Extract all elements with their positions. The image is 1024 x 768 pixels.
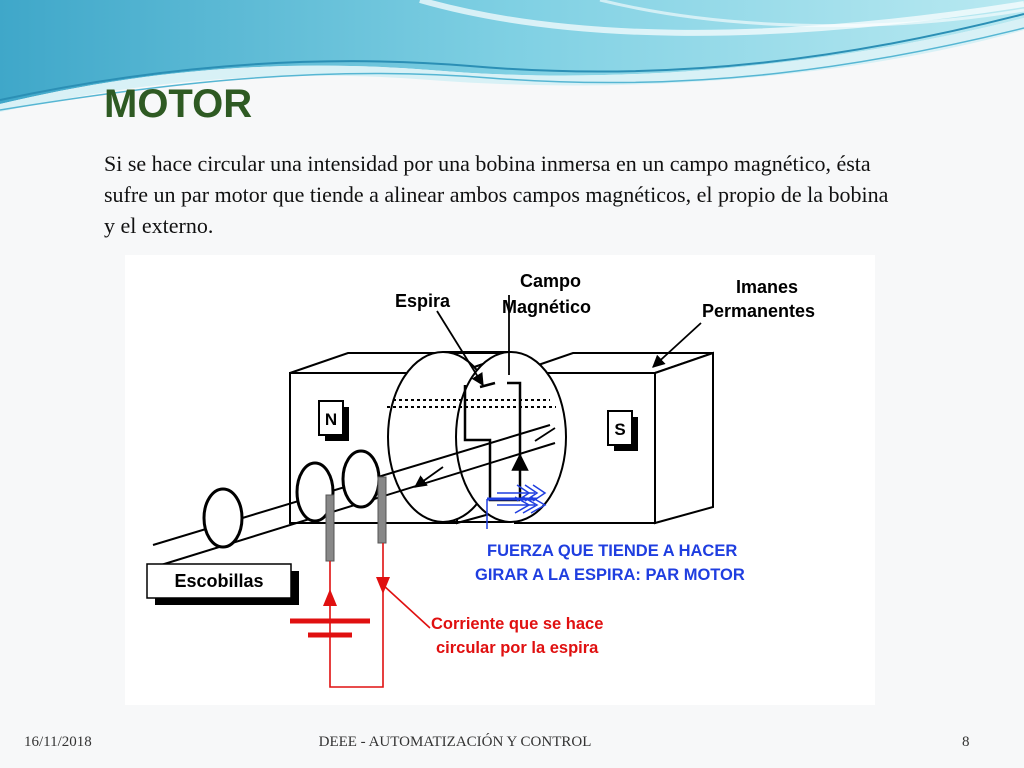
footer-center-text: DEEE - AUTOMATIZACIÓN Y CONTROL xyxy=(318,734,592,750)
motor-diagram: N S xyxy=(125,255,875,705)
pointer-arrows xyxy=(413,295,702,488)
slide-body-text: Si se hace circular una intensidad por u… xyxy=(104,151,889,238)
footer-page-number: 8 xyxy=(962,734,970,750)
pole-n-box: N xyxy=(318,400,349,441)
slide-title: MOTOR xyxy=(104,82,253,126)
header-waves xyxy=(0,0,1024,112)
label-imanes-1: Imanes xyxy=(736,277,798,297)
pole-s-box: S xyxy=(607,410,638,451)
label-corriente-1: Corriente que se hace xyxy=(431,615,603,633)
label-campo-2: Magnético xyxy=(502,297,591,317)
label-escobillas: Escobillas xyxy=(174,571,263,591)
label-espira: Espira xyxy=(395,291,451,311)
slip-rings xyxy=(202,449,381,549)
label-fuerza-2: GIRAR A LA ESPIRA: PAR MOTOR xyxy=(475,566,745,584)
current-arrow-down xyxy=(376,577,390,594)
label-corriente-2: circular por la espira xyxy=(436,639,599,657)
label-imanes-2: Permanentes xyxy=(702,301,815,321)
pole-n-label: N xyxy=(325,410,337,429)
current-arrow-up xyxy=(323,589,337,606)
footer-date: 16/11/2018 xyxy=(24,734,92,750)
pole-s-label: S xyxy=(614,420,625,439)
force-arrows xyxy=(486,484,547,529)
current-circuit xyxy=(290,543,431,688)
escobillas-box: Escobillas xyxy=(146,563,299,605)
label-fuerza-1: FUERZA QUE TIENDE A HACER xyxy=(487,542,737,560)
label-campo-1: Campo xyxy=(520,271,581,291)
